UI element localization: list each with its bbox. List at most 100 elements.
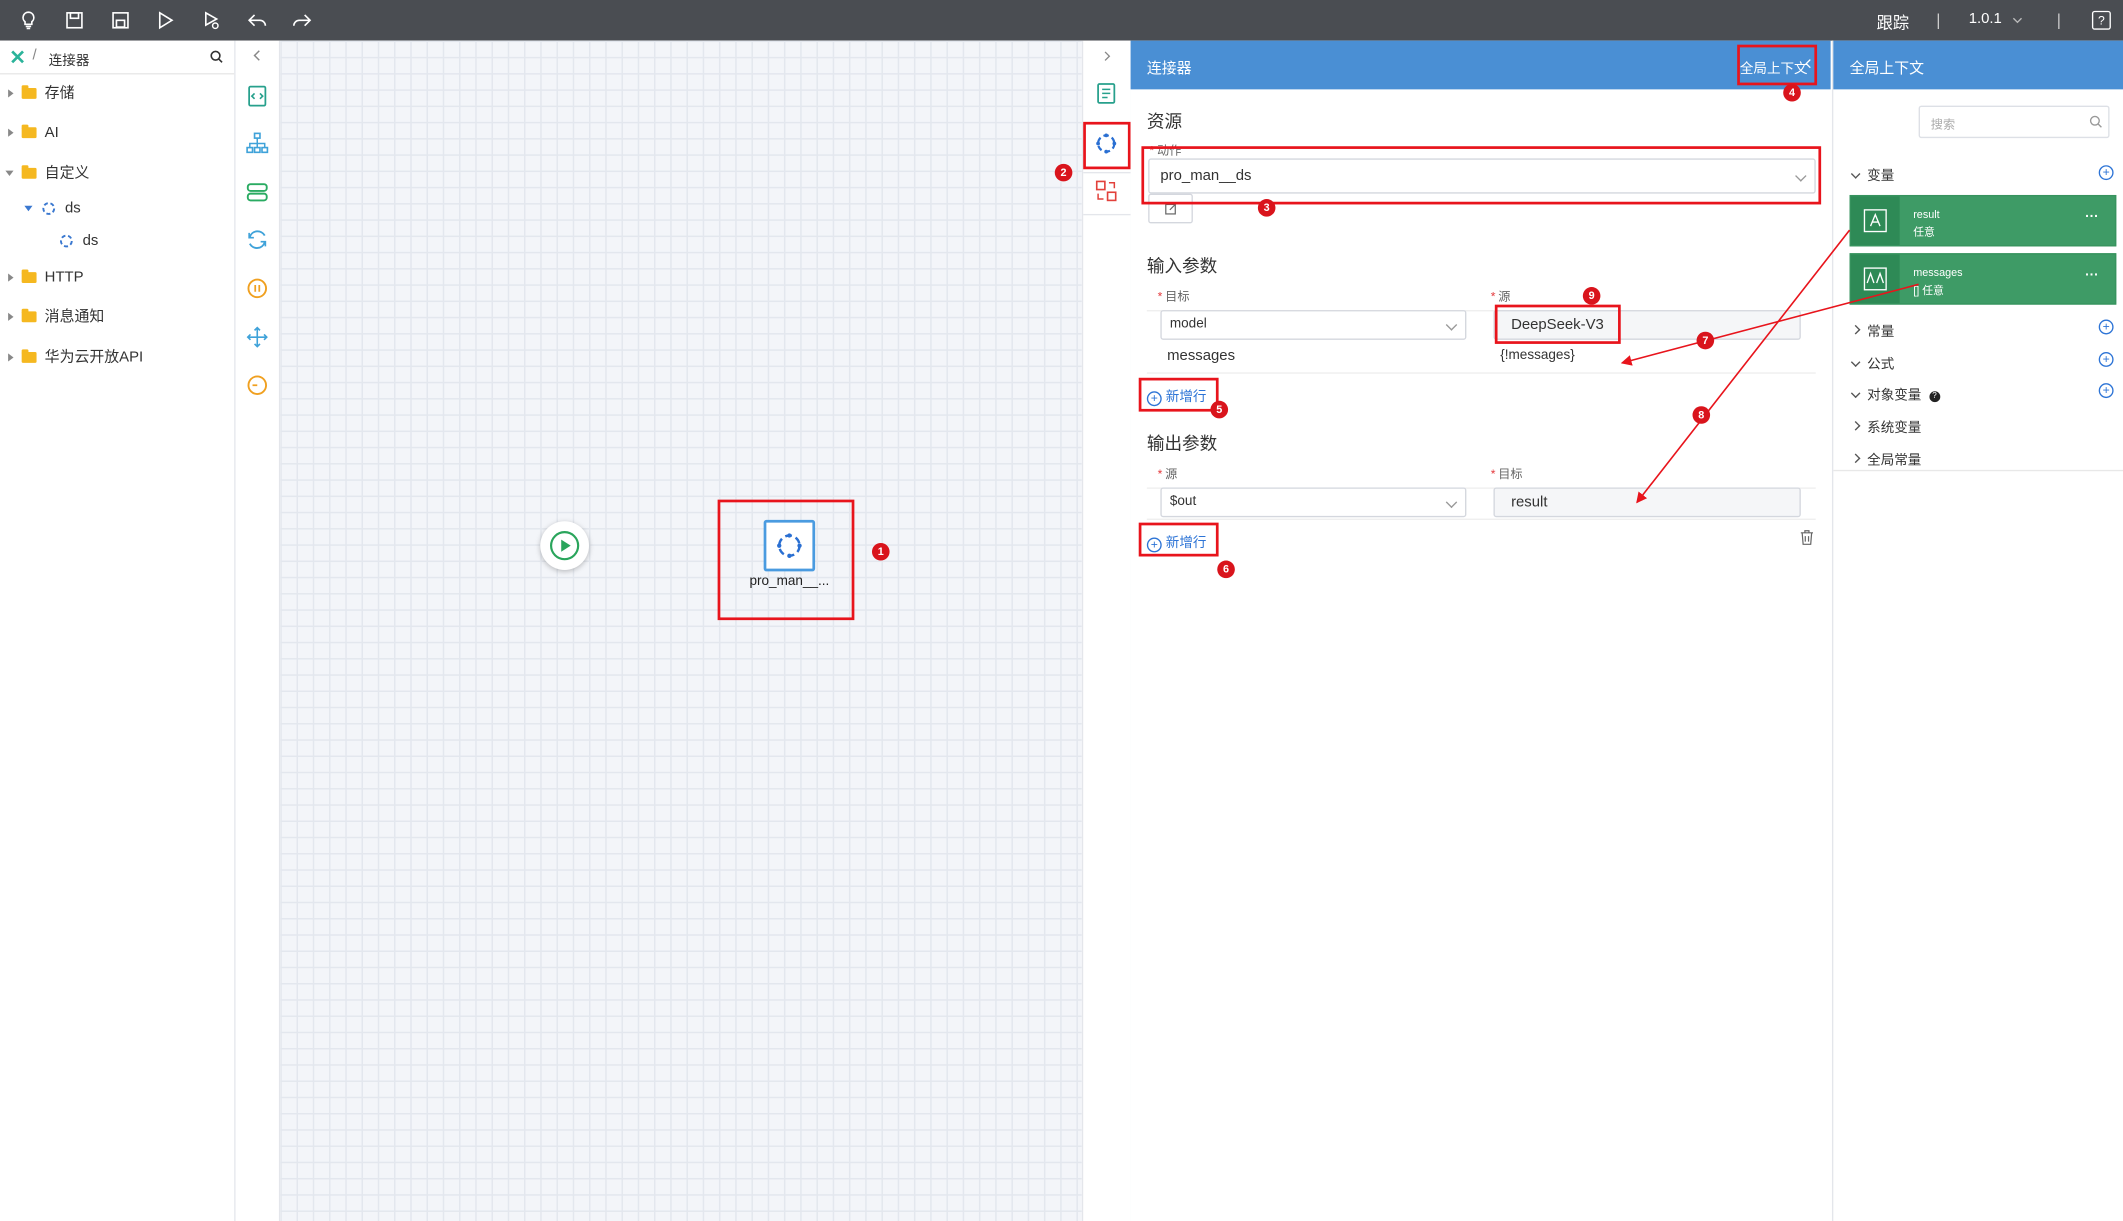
trash-icon[interactable] bbox=[1799, 529, 1814, 545]
script-icon[interactable] bbox=[245, 84, 269, 108]
add-formula-button[interactable]: + bbox=[2098, 352, 2114, 367]
output-source-select[interactable]: $out bbox=[1160, 487, 1467, 518]
chevron-right-icon bbox=[1850, 324, 1861, 335]
breadcrumb-separator: / bbox=[32, 47, 37, 64]
help-button[interactable]: ? bbox=[2091, 10, 2111, 30]
collapse-left-icon[interactable] bbox=[250, 49, 264, 63]
annotation-box-2 bbox=[1083, 121, 1131, 170]
panel-title: 连接器 bbox=[1146, 60, 1192, 78]
annotation-badge-4: 4 bbox=[1783, 83, 1801, 102]
tree-item-notification[interactable]: 消息通知 bbox=[8, 306, 104, 328]
category-object-variables[interactable]: 对象变量 ? bbox=[1850, 383, 1940, 403]
pause-icon[interactable] bbox=[245, 276, 269, 300]
hierarchy-icon[interactable] bbox=[245, 131, 269, 155]
category-global-constants[interactable]: 全局常量 bbox=[1850, 448, 1921, 468]
caret-down-icon[interactable] bbox=[5, 170, 14, 177]
debug-run-icon[interactable] bbox=[200, 9, 222, 31]
caret-right-icon[interactable] bbox=[8, 273, 14, 282]
chevron-down-icon[interactable] bbox=[2012, 15, 2023, 26]
output-params-title: 输出参数 bbox=[1146, 433, 1218, 454]
help-circle-icon[interactable]: ? bbox=[1929, 391, 1940, 403]
search-placeholder: 搜索 bbox=[1930, 117, 1956, 132]
tree-item-ds-group[interactable]: ds bbox=[24, 198, 81, 220]
variable-result[interactable]: result 任意 ··· bbox=[1849, 194, 2117, 247]
row-divider bbox=[1146, 487, 1816, 489]
tree-item-storage[interactable]: 存储 bbox=[8, 83, 74, 105]
variable-type: [] 任意 bbox=[1913, 284, 1944, 297]
tree-item-label: AI bbox=[44, 124, 59, 141]
database-icon[interactable] bbox=[245, 180, 269, 204]
tree-item-label: 自定义 bbox=[44, 165, 90, 182]
timer-icon[interactable] bbox=[245, 372, 269, 396]
mapping-icon[interactable] bbox=[1094, 179, 1118, 203]
chevron-right-icon bbox=[1850, 453, 1861, 464]
chevron-left-icon[interactable] bbox=[1804, 58, 1813, 69]
run-icon[interactable] bbox=[154, 9, 176, 31]
lightbulb-icon[interactable] bbox=[18, 9, 40, 31]
select-value: $out bbox=[1169, 494, 1197, 510]
global-context-panel: 全局上下文 搜索 变量 + result 任意 ··· messages [] … bbox=[1831, 40, 2123, 1221]
add-variable-button[interactable]: + bbox=[2098, 165, 2114, 181]
start-node[interactable] bbox=[540, 521, 589, 571]
input-source-messages[interactable]: {!messages} bbox=[1500, 347, 1575, 363]
annotation-badge-6: 6 bbox=[1217, 560, 1235, 579]
edit-action-button[interactable] bbox=[1148, 193, 1193, 224]
category-label: 变量 bbox=[1867, 169, 1895, 185]
tree-item-custom[interactable]: 自定义 bbox=[5, 162, 89, 184]
action-select[interactable]: pro_man__ds bbox=[1148, 158, 1816, 194]
connector-icon bbox=[42, 202, 56, 216]
play-circle-icon bbox=[549, 531, 580, 561]
tree-item-http[interactable]: HTTP bbox=[8, 267, 84, 289]
move-icon[interactable] bbox=[245, 325, 269, 349]
folder-icon bbox=[21, 165, 37, 179]
caret-right-icon[interactable] bbox=[8, 128, 14, 137]
collapse-right-icon[interactable] bbox=[1101, 50, 1113, 62]
select-value: model bbox=[1169, 316, 1207, 332]
variable-type: 任意 bbox=[1913, 226, 1935, 239]
add-output-row-button[interactable]: +新增行 bbox=[1146, 531, 1206, 553]
loop-icon[interactable] bbox=[245, 227, 269, 251]
category-label: 公式 bbox=[1867, 357, 1895, 373]
context-search-input[interactable]: 搜索 bbox=[1918, 105, 2110, 139]
input-target-select-model[interactable]: model bbox=[1160, 310, 1467, 340]
folder-icon bbox=[21, 124, 37, 139]
connector-node[interactable] bbox=[763, 519, 816, 572]
action-select-value: pro_man__ds bbox=[1160, 167, 1252, 185]
global-context-link[interactable]: 全局上下文 bbox=[1739, 62, 1808, 78]
category-constants[interactable]: 常量 bbox=[1850, 320, 1894, 340]
add-constant-button[interactable]: + bbox=[2098, 319, 2114, 335]
search-icon[interactable] bbox=[2089, 115, 2103, 129]
flow-canvas[interactable]: pro_man__... 1 bbox=[280, 40, 1082, 1221]
more-icon[interactable]: ··· bbox=[2085, 268, 2099, 283]
add-object-variable-button[interactable]: + bbox=[2098, 383, 2114, 399]
row-divider bbox=[1146, 518, 1816, 520]
save-as-icon[interactable] bbox=[110, 9, 132, 31]
trace-button[interactable]: 跟踪 bbox=[1876, 13, 1910, 33]
variable-messages[interactable]: messages [] 任意 ··· bbox=[1849, 253, 2117, 305]
output-target-field[interactable]: result bbox=[1493, 487, 1801, 518]
context-header: 全局上下文 bbox=[1833, 40, 2123, 90]
redo-icon[interactable] bbox=[291, 9, 313, 31]
caret-right-icon[interactable] bbox=[8, 89, 14, 98]
tree-item-ai[interactable]: AI bbox=[8, 122, 59, 144]
caret-right-icon[interactable] bbox=[8, 312, 14, 322]
version-select[interactable]: 1.0.1 bbox=[1968, 10, 2002, 28]
tree-item-huawei-api[interactable]: 华为云开放API bbox=[8, 347, 143, 369]
search-icon[interactable] bbox=[210, 50, 224, 64]
connector-properties-panel: 连接器 全局上下文 4 资源 *动作 pro_man__ds 3 输入参数 *目… bbox=[1130, 40, 1831, 1221]
properties-icon[interactable] bbox=[1094, 81, 1118, 105]
annotation-box-3 bbox=[1141, 146, 1822, 205]
category-system-variables[interactable]: 系统变量 bbox=[1850, 416, 1921, 436]
save-icon[interactable] bbox=[64, 9, 86, 31]
caret-down-icon[interactable] bbox=[24, 205, 33, 212]
add-input-row-button[interactable]: +新增行 bbox=[1146, 385, 1206, 407]
undo-icon[interactable] bbox=[246, 9, 268, 31]
caret-right-icon[interactable] bbox=[8, 353, 14, 362]
connector-tab-icon[interactable] bbox=[1094, 131, 1118, 155]
more-icon[interactable]: ··· bbox=[2085, 209, 2099, 225]
row-divider bbox=[1146, 372, 1816, 374]
breadcrumb-current[interactable]: 连接器 bbox=[48, 54, 90, 70]
tree-item-ds[interactable]: ds bbox=[58, 230, 98, 252]
category-variables[interactable]: 变量 bbox=[1850, 164, 1895, 185]
category-formulas[interactable]: 公式 bbox=[1850, 352, 1895, 373]
